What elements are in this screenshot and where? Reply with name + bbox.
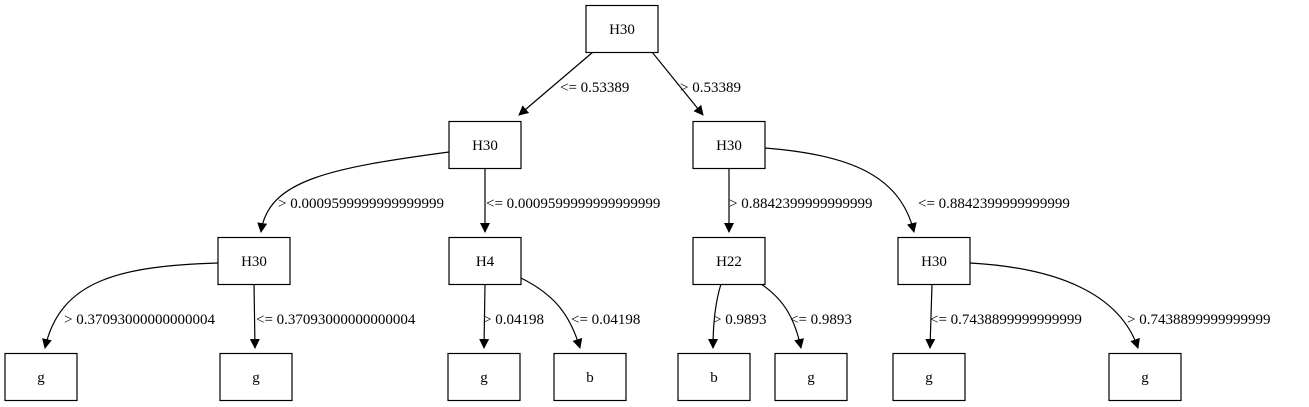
node-box — [774, 352, 848, 402]
edge-n5-n11 — [708, 283, 722, 349]
node-box — [4, 352, 78, 402]
edge-label: > 0.53389 — [680, 80, 741, 96]
node-label: g — [37, 370, 45, 386]
edge-label: <= 0.9893 — [790, 312, 852, 328]
edge-label: <= 0.7438899999999999 — [930, 312, 1082, 328]
node-label: g — [252, 370, 260, 386]
edge-n6-n14 — [969, 262, 1140, 349]
node-label: H22 — [716, 254, 742, 270]
node-box — [448, 236, 522, 286]
edge-n1-n3 — [257, 151, 450, 233]
tree-node-n12: g — [774, 352, 848, 402]
node-box — [217, 236, 291, 286]
node-label: g — [1141, 370, 1149, 386]
node-label: H30 — [921, 254, 947, 270]
tree-node-n3: H30 — [217, 236, 291, 286]
node-label: g — [925, 370, 933, 386]
node-box — [677, 352, 751, 402]
node-box — [553, 352, 627, 402]
edge-n3-n8 — [249, 283, 260, 349]
edge-n4-n9 — [479, 283, 490, 349]
edge-label: > 0.7438899999999999 — [1127, 312, 1270, 328]
node-label: g — [807, 370, 815, 386]
edge-label: > 0.8842399999999999 — [729, 196, 872, 212]
node-label: H30 — [241, 254, 267, 270]
node-box — [447, 352, 521, 402]
node-label: b — [586, 370, 594, 386]
node-box — [448, 120, 522, 170]
node-label: b — [710, 370, 718, 386]
edge-label: <= 0.0009599999999999999 — [486, 196, 660, 212]
edge-n4-n10 — [520, 277, 583, 349]
tree-node-n9: g — [447, 352, 521, 402]
edge-n6-n13 — [925, 283, 936, 349]
tree-node-n2: H30 — [692, 120, 766, 170]
node-box — [219, 352, 293, 402]
tree-node-n6: H30 — [897, 236, 971, 286]
edge-label: > 0.0009599999999999999 — [278, 196, 444, 212]
tree-node-n10: b — [553, 352, 627, 402]
node-label: H30 — [716, 138, 742, 154]
tree-node-n13: g — [892, 352, 966, 402]
tree-node-n1: H30 — [448, 120, 522, 170]
edge-label: > 0.9893 — [713, 312, 766, 328]
edge-label: > 0.37093000000000004 — [64, 312, 215, 328]
edge-label: > 0.04198 — [483, 312, 544, 328]
edge-label: <= 0.53389 — [560, 80, 629, 96]
node-box — [692, 120, 766, 170]
node-box — [892, 352, 966, 402]
edge-n0-n1 — [518, 51, 594, 116]
edge-label: <= 0.04198 — [571, 312, 640, 328]
edge-n5-n12 — [760, 283, 805, 349]
edge-n0-n2 — [651, 51, 704, 116]
edge-label: <= 0.8842399999999999 — [918, 196, 1070, 212]
tree-node-n8: g — [219, 352, 293, 402]
tree-node-n7: g — [4, 352, 78, 402]
tree-node-n4: H4 — [448, 236, 522, 286]
node-box — [692, 236, 766, 286]
node-box — [585, 4, 659, 54]
node-label: g — [480, 370, 488, 386]
node-label: H30 — [609, 22, 635, 38]
tree-node-n0: H30 — [585, 4, 659, 54]
edge-n3-n7 — [42, 262, 219, 349]
edge-label: <= 0.37093000000000004 — [256, 312, 416, 328]
node-box — [897, 236, 971, 286]
node-box — [1108, 352, 1182, 402]
tree-node-n5: H22 — [692, 236, 766, 286]
tree-node-n14: g — [1108, 352, 1182, 402]
node-label: H4 — [476, 254, 495, 270]
node-label: H30 — [472, 138, 498, 154]
tree-node-n11: b — [677, 352, 751, 402]
edge-n2-n6 — [764, 147, 917, 233]
